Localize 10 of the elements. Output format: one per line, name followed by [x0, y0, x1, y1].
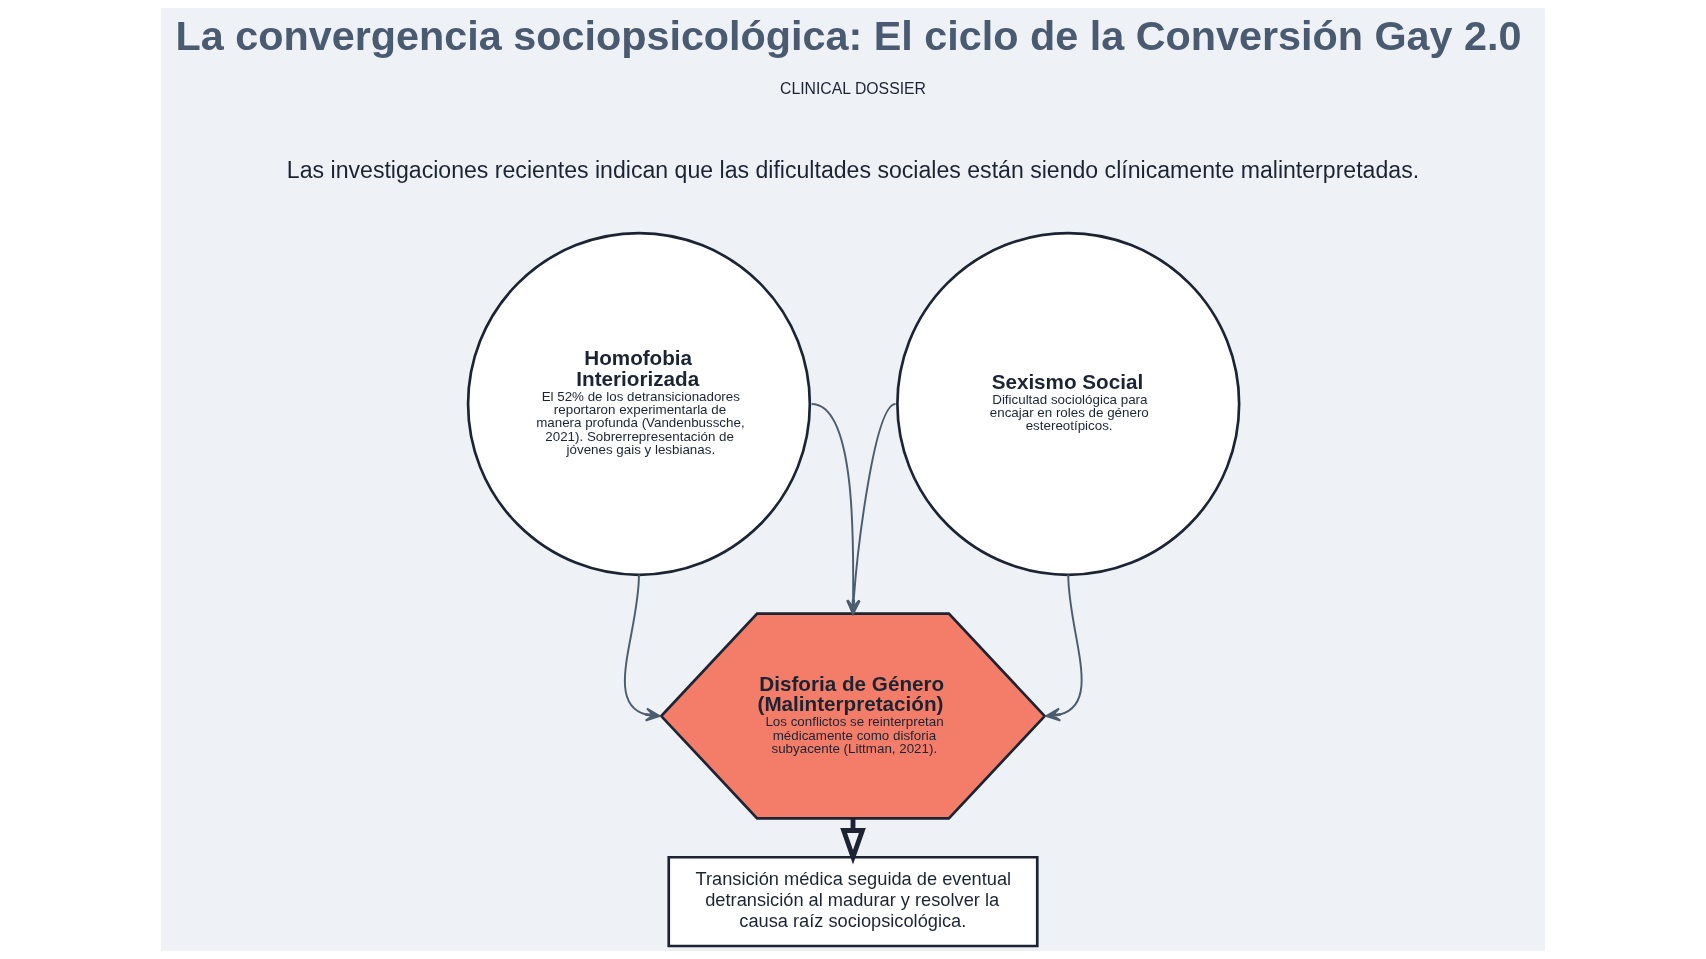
diagram-title: La convergencia sociopsicológica: El ciclo de la Conversión Gay 2.0: [175, 12, 1522, 59]
label: Las investigaciones recientes indican que las dificultades sociales están siendo clínicamente malinterpretadas.: [286, 157, 1420, 184]
node-circle: Sexismo Social Dificultad sociológica para encajar en roles de género estereotípicos.: [896, 231, 1241, 577]
arrow: [624, 573, 661, 722]
arrow: [846, 403, 897, 615]
label: CLINICAL DOSSIER: [779, 79, 927, 97]
arrow: [1045, 573, 1083, 722]
arrow: [810, 403, 861, 615]
node-box: Transición médica seguida de eventual detransición al madurar y resolver la causa raíz sociopsicológica.: [667, 855, 1039, 948]
node-circle: Homofobia Interiorizada El 52% de los detransicionadores reportaron experimentarla de manera profunda (Vandenbussche, 2021). Sobrerrepresentación de jóvenes gais y lesbianas.: [466, 231, 812, 577]
